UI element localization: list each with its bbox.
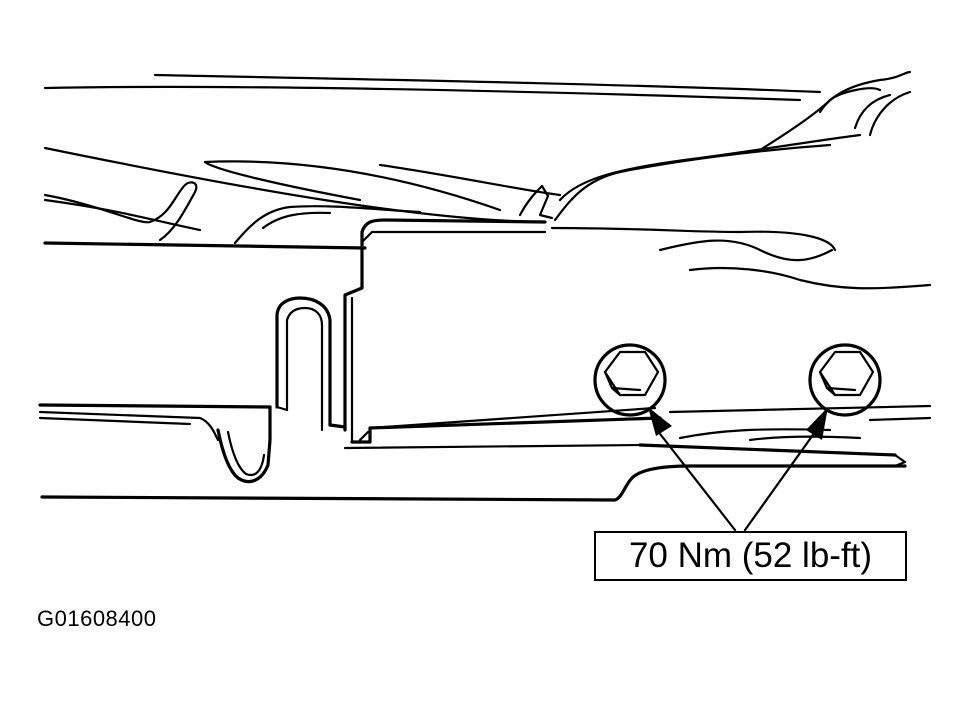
mounting-bracket	[343, 218, 932, 468]
bolt-head-icon	[593, 343, 667, 417]
bolt-head-icon	[808, 343, 882, 417]
upper-body-outline	[43, 70, 912, 245]
arrow-icon	[648, 407, 737, 532]
torque-label: 70 Nm (52 lb-ft)	[628, 536, 873, 575]
frame-rail	[38, 241, 907, 502]
figure-id: G01608400	[37, 606, 157, 631]
torque-callout: 70 Nm (52 lb-ft)	[594, 531, 907, 581]
arrow-icon	[743, 407, 828, 532]
